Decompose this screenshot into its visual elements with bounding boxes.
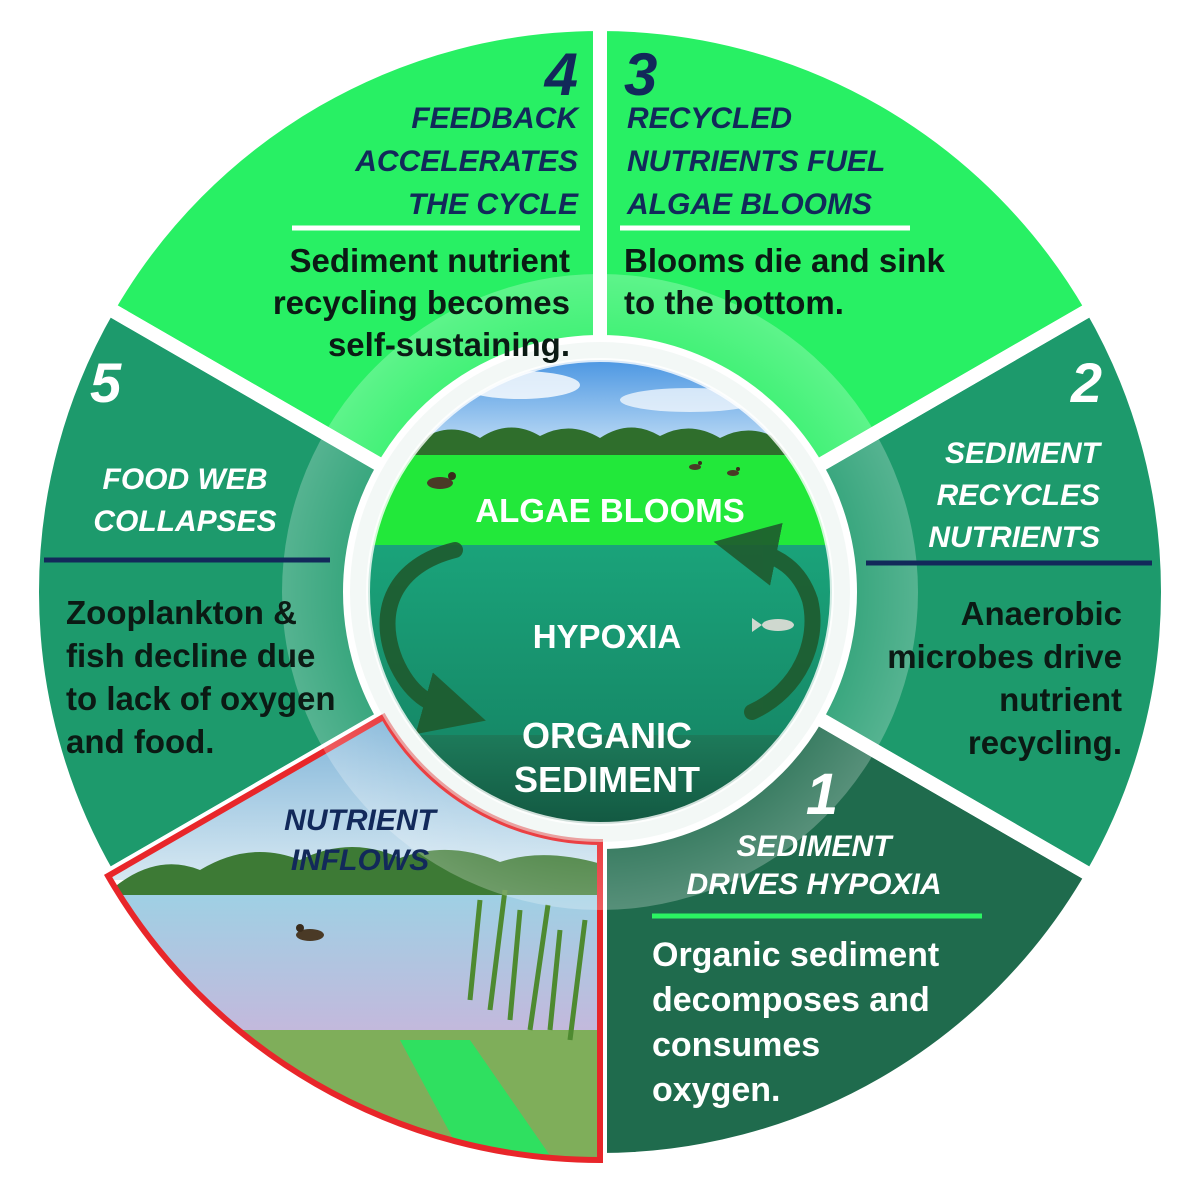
segment-4-body: self-sustaining. [328,326,570,363]
segment-3-heading: RECYCLED [627,102,792,135]
segment-2-heading: RECYCLES [937,479,1100,512]
segment-4-number: 4 [544,41,578,108]
segment-4-heading: THE CYCLE [408,188,579,221]
treeline [368,427,832,460]
segment-1-number: 1 [806,762,838,827]
center-rim [366,358,834,826]
center-lake-illustration [368,360,832,824]
segment-1-body: decomposes and [652,981,930,1019]
center-label-hypoxia: HYPOXIA [533,618,682,655]
fish-icon [752,618,794,632]
segment-2-body: recycling. [968,724,1122,761]
cycle-arrow-up [713,522,821,720]
segment-2-body: Anaerobic [961,595,1122,632]
inflow-lake [108,895,601,1035]
cycle-arrow-down [379,542,486,735]
duck-icon [727,467,740,476]
duck-icon [427,472,456,489]
segment-3-body: to the bottom. [624,284,844,321]
segment-5-body: and food. [66,723,214,760]
segment-4-heading: FEEDBACK [411,102,580,135]
segment-1-body: Organic sediment [652,936,939,974]
segment-5-heading: COLLAPSES [93,505,276,538]
center-label-organic: ORGANIC [522,715,692,756]
segment-5-heading: FOOD WEB [103,463,268,496]
segment-2-number: 2 [1070,351,1102,414]
inflow-green-runoff [400,1040,560,1160]
segment-4-body: Sediment nutrient [289,242,570,279]
inflow-heading: NUTRIENT [284,804,438,837]
center-label-sediment: SEDIMENT [514,759,700,800]
segment-2-heading: NUTRIENTS [928,521,1100,554]
segment-1-heading: DRIVES HYPOXIA [686,868,941,901]
segment-3-body: Blooms die and sink [624,242,946,279]
segment-1-body: oxygen. [652,1071,780,1109]
segment-1-heading: SEDIMENT [736,830,894,863]
inflow-reeds [467,889,588,1041]
segment-2-heading: SEDIMENT [945,437,1103,470]
segment-3-heading: NUTRIENTS FUEL [627,145,885,178]
inflow-heading: INFLOWS [291,844,429,877]
segment-4-heading: ACCELERATES [354,145,578,178]
segment-5-body: fish decline due [66,637,315,674]
segment-5-body: to lack of oxygen [66,680,336,717]
center-label-algae: ALGAE BLOOMS [475,492,745,529]
segment-1-body: consumes [652,1026,820,1064]
segment-4-body: recycling becomes [273,284,570,321]
duck-icon [296,929,324,941]
duck-icon [296,924,304,932]
segment-5-body: Zooplankton & [66,594,297,631]
segment-3-heading: ALGAE BLOOMS [626,188,872,221]
segment-2-body: microbes drive [887,638,1122,675]
segment-3-number: 3 [624,41,657,108]
segment-5-number: 5 [90,351,122,414]
segment-2-body: nutrient [999,681,1122,718]
duck-icon [689,461,702,470]
